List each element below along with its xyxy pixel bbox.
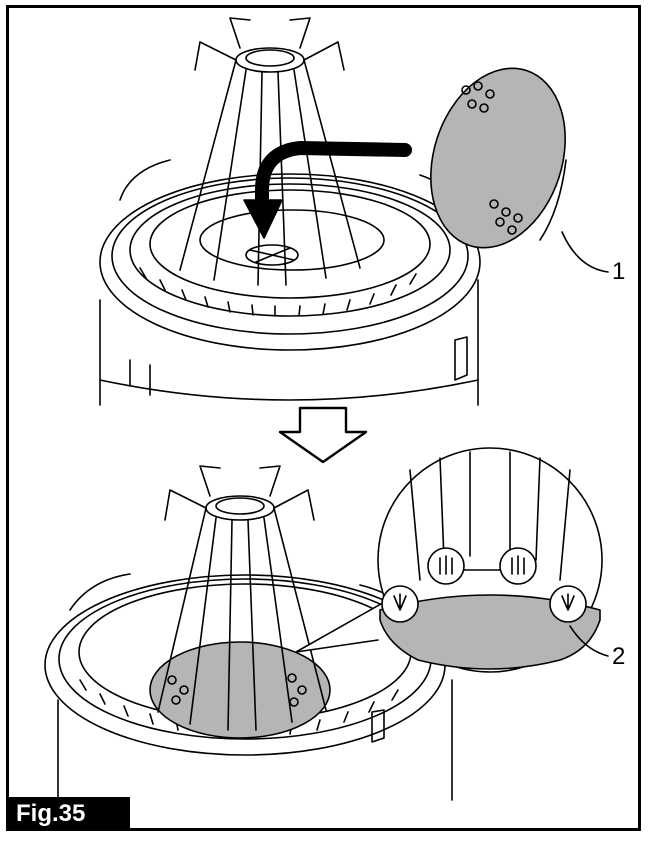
callout-2-leader (569, 625, 609, 657)
top-vacuum-body (99, 159, 481, 406)
callout-number-2: 2 (612, 643, 626, 670)
rotate-arrow (255, 141, 412, 217)
callout-number-1: 1 (612, 258, 626, 285)
bottom-cage (157, 465, 327, 731)
detail-magnifier (295, 447, 603, 673)
top-cage (179, 17, 361, 286)
filter-disc (430, 67, 567, 249)
step-arrow (278, 406, 368, 464)
figure-label: Fig.35 (8, 797, 130, 831)
callout-1-leader (561, 231, 609, 273)
seated-filter (149, 641, 331, 739)
